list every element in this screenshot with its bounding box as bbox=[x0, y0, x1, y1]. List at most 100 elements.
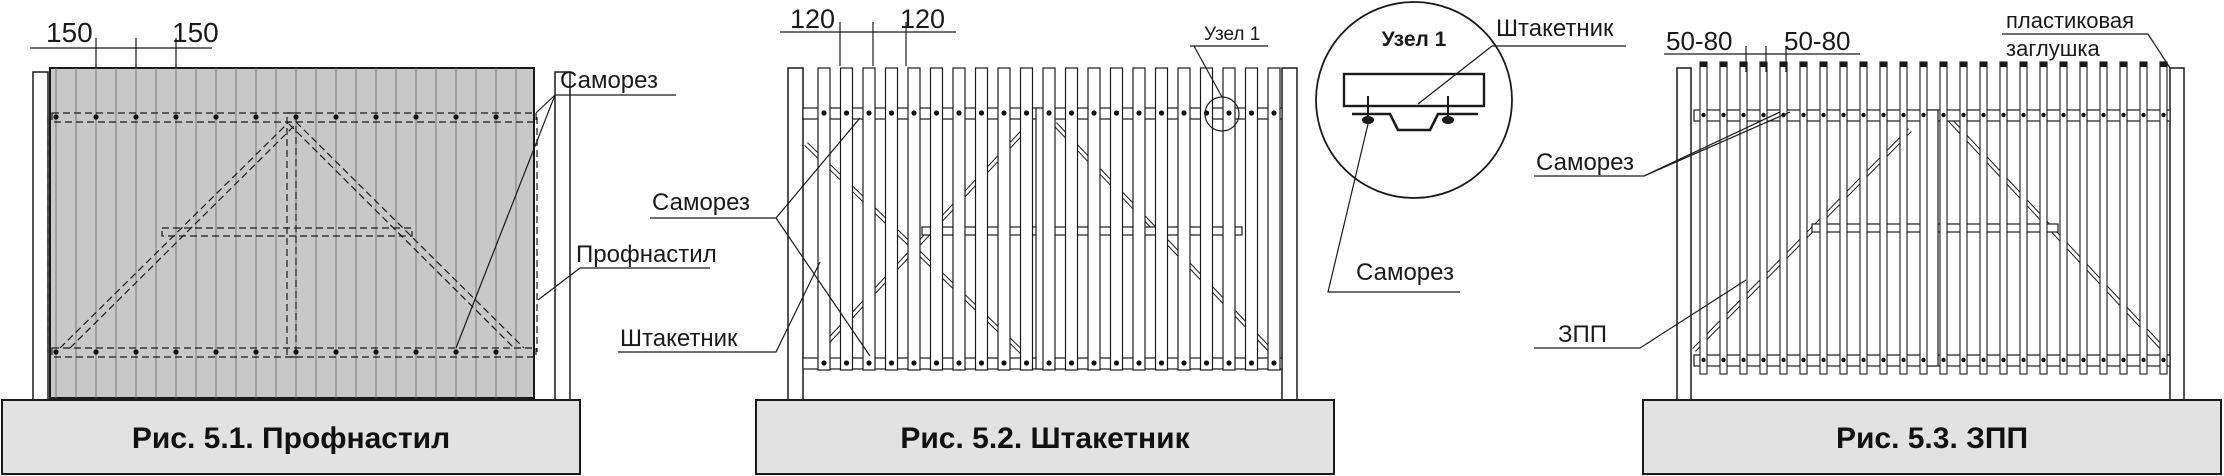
screw bbox=[2001, 112, 2006, 118]
picket bbox=[1999, 61, 2008, 375]
screw bbox=[843, 360, 850, 366]
label-cap-line2: заглушка bbox=[2006, 36, 2100, 61]
picket bbox=[1042, 67, 1056, 371]
figure-zpp: 50-80 50-80 пластиковая заглушка Саморез… bbox=[1534, 8, 2222, 475]
post-right bbox=[2169, 67, 2185, 401]
post-left bbox=[32, 71, 49, 401]
sheet-ribs bbox=[55, 68, 517, 398]
picket bbox=[1759, 61, 1768, 375]
screw bbox=[1881, 112, 1886, 118]
screw bbox=[2061, 357, 2066, 363]
screw bbox=[888, 360, 895, 366]
screw bbox=[1961, 112, 1966, 118]
screw bbox=[173, 349, 179, 355]
picket bbox=[884, 67, 899, 371]
screw bbox=[1203, 360, 1210, 366]
plastic-cap bbox=[1960, 62, 1967, 67]
label-screw: Саморез bbox=[560, 67, 658, 94]
screw bbox=[1861, 357, 1866, 363]
picket bbox=[862, 67, 876, 371]
post-left bbox=[1676, 67, 1692, 401]
caption-box bbox=[1, 399, 581, 475]
leader-lines bbox=[455, 94, 710, 349]
screw bbox=[1248, 110, 1255, 116]
screw bbox=[1136, 360, 1142, 366]
screw bbox=[1271, 360, 1277, 366]
screw bbox=[1981, 112, 1986, 118]
screws bbox=[1701, 112, 2166, 363]
screw bbox=[1741, 112, 1746, 118]
picket bbox=[907, 67, 921, 371]
picket bbox=[1859, 61, 1868, 375]
screw bbox=[888, 110, 895, 116]
picket bbox=[1819, 61, 1828, 375]
screw bbox=[956, 360, 962, 366]
screw bbox=[2021, 357, 2026, 363]
screw bbox=[933, 110, 940, 116]
plastic-cap bbox=[2000, 62, 2007, 67]
pickets bbox=[817, 67, 1281, 371]
plastic-cap bbox=[1860, 62, 1867, 67]
screw bbox=[1801, 112, 1806, 118]
dim-right-label: 150 bbox=[172, 17, 219, 48]
screw bbox=[53, 114, 59, 120]
screw bbox=[1091, 360, 1097, 366]
screw bbox=[2001, 357, 2006, 363]
picket-section bbox=[1342, 72, 1486, 108]
screw bbox=[1113, 110, 1120, 116]
screw bbox=[413, 349, 419, 355]
picket bbox=[2099, 61, 2108, 375]
caption-box bbox=[1642, 399, 2222, 475]
screw bbox=[978, 360, 985, 366]
picket bbox=[1939, 61, 1948, 375]
picket bbox=[2019, 61, 2028, 375]
screw bbox=[213, 114, 219, 120]
screw bbox=[2141, 112, 2146, 118]
profnastil-sheet bbox=[49, 67, 535, 399]
screw bbox=[453, 114, 459, 120]
screw bbox=[133, 114, 139, 120]
screw bbox=[1701, 357, 1706, 363]
screw bbox=[1721, 112, 1726, 118]
plastic-cap bbox=[1760, 62, 1767, 67]
plastic-cap bbox=[2140, 62, 2147, 67]
post-left bbox=[787, 67, 804, 401]
screw bbox=[1941, 112, 1946, 118]
picket bbox=[1899, 61, 1908, 375]
picket bbox=[2139, 61, 2148, 375]
screw bbox=[2021, 112, 2026, 118]
screw bbox=[1248, 360, 1255, 366]
pickets bbox=[1699, 61, 2168, 375]
picket bbox=[1154, 67, 1169, 371]
label-screw: Саморез bbox=[652, 189, 750, 216]
screw bbox=[866, 360, 872, 366]
screw bbox=[1046, 360, 1052, 366]
plastic-cap bbox=[1840, 62, 1847, 67]
screw bbox=[1091, 110, 1097, 116]
picket bbox=[1109, 67, 1124, 371]
detail-label-material: Штакетник bbox=[1496, 15, 1614, 42]
plastic-cap bbox=[1940, 62, 1947, 67]
screw bbox=[1158, 110, 1165, 116]
picket bbox=[974, 67, 989, 371]
screw bbox=[333, 114, 339, 120]
screw bbox=[956, 110, 962, 116]
plastic-cap bbox=[1700, 62, 1707, 67]
label-material: Штакетник bbox=[620, 325, 738, 352]
caption: Рис. 5.2. Штакетник bbox=[900, 422, 1190, 455]
plastic-cap bbox=[1780, 62, 1787, 67]
screw bbox=[1721, 357, 1726, 363]
plastic-cap bbox=[1800, 62, 1807, 67]
screw bbox=[2101, 357, 2106, 363]
screw bbox=[1023, 110, 1030, 116]
picket bbox=[1267, 67, 1281, 371]
screw bbox=[1781, 357, 1786, 363]
dim-left-label: 120 bbox=[790, 4, 835, 34]
dimension-150 bbox=[30, 38, 212, 68]
caption-box bbox=[755, 399, 1335, 475]
screw bbox=[821, 110, 827, 116]
screw bbox=[493, 349, 499, 355]
label-screw: Саморез bbox=[1536, 149, 1634, 176]
screw bbox=[978, 110, 985, 116]
screw bbox=[1001, 360, 1007, 366]
